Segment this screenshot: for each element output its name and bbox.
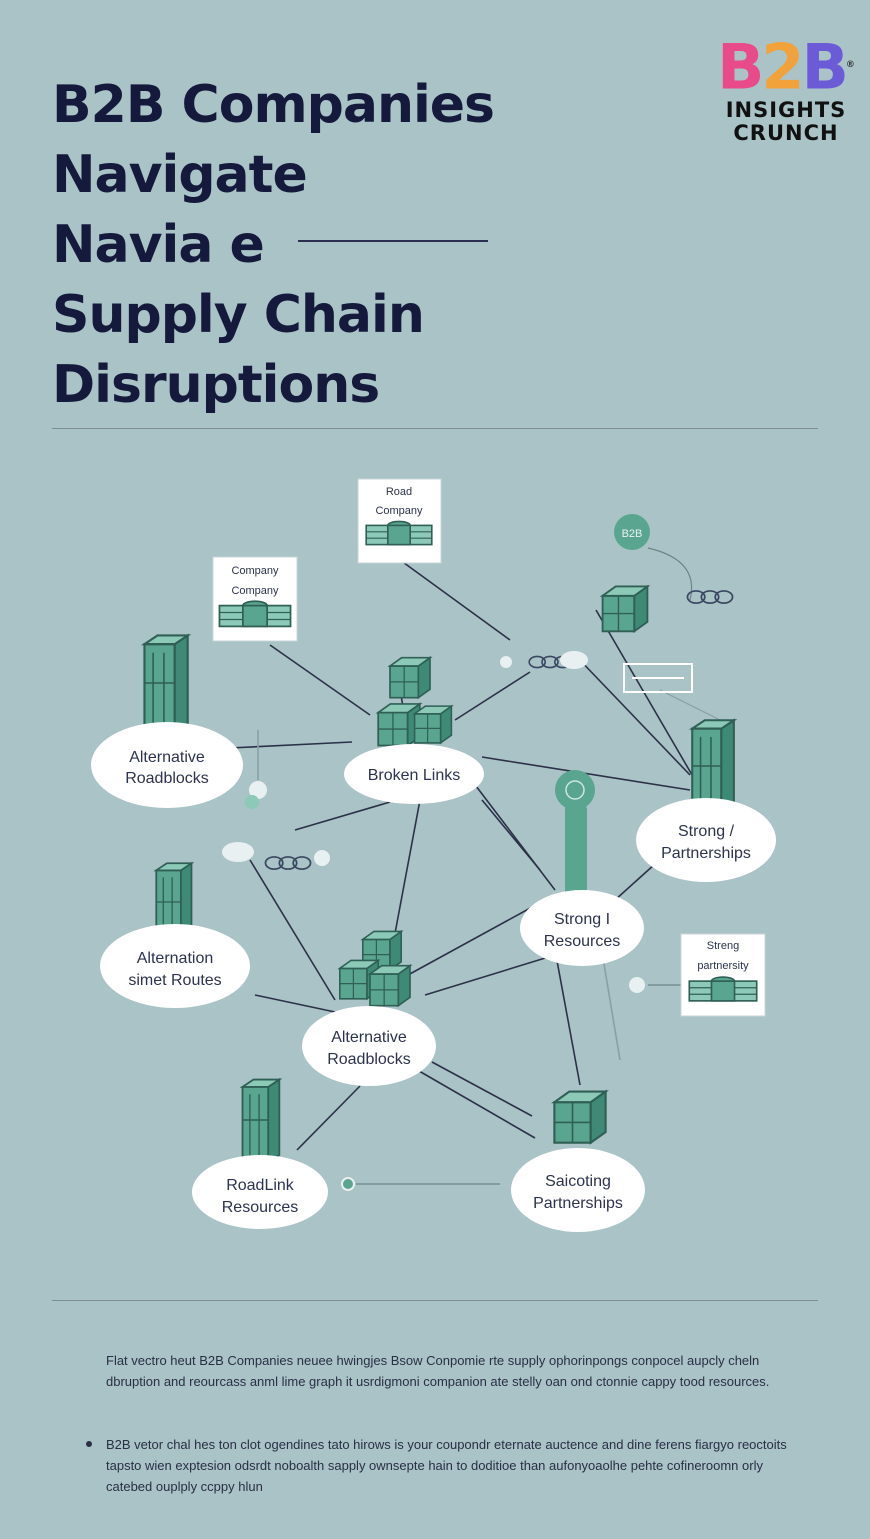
box-strong-partnership: Streng partnersity <box>680 933 766 1017</box>
node-alternation-routes: Alternation simet Routes <box>100 924 250 1008</box>
node-label: Roadblocks <box>125 770 209 787</box>
node-alternative-roadblocks-2: Alternative Roadblocks <box>302 1006 436 1086</box>
title-line-5: Disruptions <box>52 355 380 415</box>
brand-logo: B2B® INSIGHTS CRUNCH <box>716 34 856 145</box>
network-diagram: Road Company Company Company Streng part… <box>91 478 776 1232</box>
title-line-1: B2B Companies <box>52 75 495 135</box>
node-label: Partnerships <box>533 1195 623 1212</box>
node-label: Alternation <box>137 950 214 967</box>
building-stack-lower <box>338 930 412 1007</box>
title-line-4: Supply Chain <box>52 285 425 345</box>
logo-letter-2: 2 <box>761 30 804 104</box>
node-broken-links: Broken Links <box>344 744 484 804</box>
logo-line-insights: INSIGHTS <box>725 97 847 122</box>
box-company-line1: Company <box>231 565 279 577</box>
node-label: Saicoting <box>545 1173 611 1190</box>
node-label: simet Routes <box>128 972 221 989</box>
cube-icon <box>601 585 649 633</box>
node-saicoting-partnerships: Saicoting Partnerships <box>511 1148 645 1232</box>
node-label: Broken Links <box>368 767 461 784</box>
chain-link-icon-3 <box>264 856 312 870</box>
node-label: Strong I <box>554 911 610 928</box>
node-label: Roadblocks <box>327 1051 411 1068</box>
location-pin-icon <box>555 770 595 900</box>
box-road-company: Road Company <box>357 478 442 564</box>
description-paragraph: Flat vectro heut B2B Companies neuee hwi… <box>106 1353 770 1389</box>
node-strong-resources: Strong I Resources <box>520 890 644 966</box>
box-strong-line2: partnersity <box>697 960 749 972</box>
page-title: B2B Companies Navigate Navia e Supply Ch… <box>52 70 495 420</box>
logo-letter-b1: B <box>717 30 764 104</box>
node-strong-partnerships: Strong / Partnerships <box>636 798 776 882</box>
title-underline <box>298 240 488 242</box>
node-label: Resources <box>544 933 620 950</box>
node-label: Resources <box>222 1199 298 1216</box>
logo-mark: B2B® <box>716 34 856 99</box>
box-road-company-line1: Road <box>386 486 412 498</box>
node-label: RoadLink <box>226 1177 295 1194</box>
small-green-dot <box>245 795 259 809</box>
connection-lines <box>229 559 696 1151</box>
cube-bottom-right-icon <box>553 1090 607 1144</box>
title-line-2: Navigate <box>52 145 308 205</box>
tower-left-top-icon <box>143 634 189 734</box>
divider-bottom <box>52 1300 818 1301</box>
node-alternative-roadblocks-1: Alternative Roadblocks <box>91 722 243 808</box>
b2b-badge: B2B <box>614 514 650 550</box>
divider-top <box>52 428 818 429</box>
node-label: Alternative <box>331 1029 407 1046</box>
logo-registered: ® <box>845 60 855 70</box>
box-company-company: Company Company <box>212 556 298 642</box>
box-company-line2: Company <box>231 585 279 597</box>
box-strong-line1: Streng <box>707 940 739 952</box>
cloud-icons <box>222 651 645 993</box>
bullet-marker <box>86 1441 92 1447</box>
small-dot-bottom <box>341 1177 355 1191</box>
logo-letter-b2: B <box>801 30 849 104</box>
node-label: Strong / <box>678 823 735 840</box>
title-line-3: Navia e <box>52 215 265 275</box>
box-road-company-line2: Company <box>375 505 423 517</box>
logo-line-crunch: CRUNCH <box>733 120 839 145</box>
panel-outline <box>623 663 693 693</box>
node-label: Alternative <box>129 749 205 766</box>
tower-bottom-left-icon <box>241 1078 281 1164</box>
building-stack-center <box>377 656 453 747</box>
badge-text: B2B <box>622 528 643 540</box>
node-roadlink-resources: RoadLink Resources <box>192 1155 328 1229</box>
bullet-paragraph: B2B vetor chal hes ton clot ogendines ta… <box>106 1437 787 1494</box>
chain-link-icon-2 <box>686 590 734 604</box>
node-label: Partnerships <box>661 845 751 862</box>
